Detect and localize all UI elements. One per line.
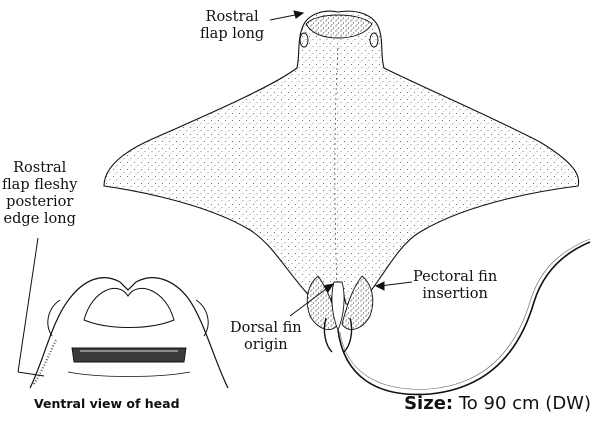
label-line: insertion: [413, 286, 497, 303]
label-pectoral-fin-insertion: Pectoral fin insertion: [413, 269, 497, 303]
leader-pectoral: [380, 282, 412, 286]
ventral-right-eye: [196, 300, 208, 336]
size-value: To 90 cm (DW): [459, 393, 591, 414]
ray-body: [104, 11, 579, 304]
ray-dorsal-view: [104, 11, 590, 394]
label-line: flap fleshy: [2, 177, 77, 194]
ventral-left-edge-stipple: [34, 340, 56, 384]
leader-rostral-fleshy: [18, 238, 38, 372]
label-rostral-flap-long: Rostral flap long: [200, 9, 264, 43]
label-line: flap long: [200, 26, 264, 43]
ventral-rostral-flap: [84, 288, 174, 327]
size-label: Size:: [404, 393, 453, 414]
lower-jaw: [68, 372, 190, 377]
label-line: Dorsal fin: [230, 320, 302, 337]
label-line: Pectoral fin: [413, 269, 497, 286]
label-line: edge long: [2, 211, 77, 228]
label-line: Rostral: [2, 160, 77, 177]
arrow-rostral-flap-long: [294, 11, 303, 18]
label-line: Rostral: [200, 9, 264, 26]
ventral-head-view: [30, 278, 228, 388]
label-rostral-flap-fleshy: Rostral flap fleshy posterior edge long: [2, 160, 77, 228]
label-dorsal-fin-origin: Dorsal fin origin: [230, 320, 302, 354]
arrow-pectoral: [376, 282, 384, 290]
mouth-band: [72, 348, 186, 362]
size-info: Size: To 90 cm (DW): [404, 393, 591, 414]
ventral-view-caption: Ventral view of head: [34, 396, 180, 411]
label-line: posterior: [2, 194, 77, 211]
label-line: origin: [230, 337, 302, 354]
